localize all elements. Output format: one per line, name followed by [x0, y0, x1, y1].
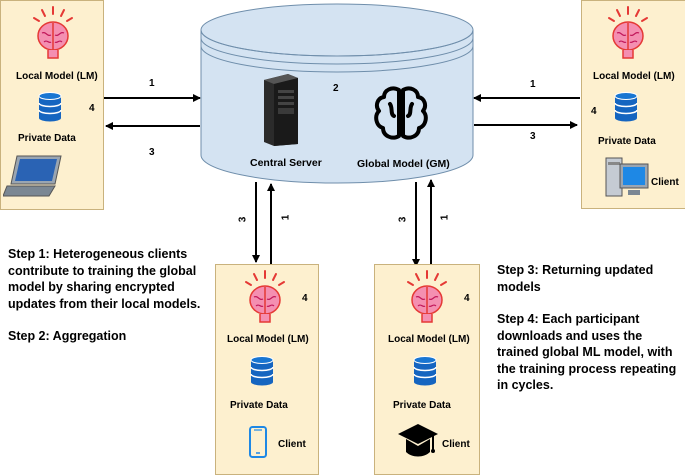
client-step-number: 4: [302, 293, 308, 304]
database-icon: [250, 356, 274, 386]
private-data-label: Private Data: [598, 136, 656, 147]
client-step-number: 4: [89, 103, 95, 114]
arrow-number: 3: [237, 216, 249, 223]
arrow-number: 1: [280, 214, 292, 221]
arrow-number: 1: [530, 79, 536, 90]
local-model-label: Local Model (LM): [16, 71, 98, 82]
server-step-number: 2: [333, 83, 339, 94]
client-label: Client: [651, 177, 679, 188]
brain-icon: [407, 270, 447, 323]
client-step-number: 4: [464, 293, 470, 304]
private-data-label: Private Data: [230, 400, 288, 411]
local-model-label: Local Model (LM): [227, 334, 309, 345]
client-step-number: 4: [591, 106, 597, 117]
desktop-computer-icon: [605, 157, 649, 197]
global-model-label: Global Model (GM): [357, 158, 450, 170]
arrow-number: 1: [439, 214, 451, 221]
step-1-text: Step 1: Heterogeneous clients contribute…: [8, 247, 201, 311]
laptop-icon: [3, 155, 62, 197]
step-2-text: Step 2: Aggregation: [8, 329, 127, 343]
step-4-text: Step 4: Each participant downloads and u…: [497, 312, 677, 392]
steps-right: Step 3: Returning updated models Step 4:…: [497, 262, 683, 410]
client-label: Client: [278, 439, 306, 450]
database-icon: [614, 92, 638, 122]
arrow-number: 1: [149, 78, 155, 89]
private-data-label: Private Data: [18, 133, 76, 144]
local-model-label: Local Model (LM): [388, 334, 470, 345]
graduation-cap-icon: [398, 424, 438, 457]
global-brain-icon: [374, 86, 428, 140]
smartphone-icon: [249, 426, 267, 458]
steps-left: Step 1: Heterogeneous clients contribute…: [8, 246, 204, 361]
local-model-label: Local Model (LM): [593, 71, 675, 82]
database-icon: [38, 92, 62, 122]
step-3-text: Step 3: Returning updated models: [497, 263, 654, 294]
database-icon: [413, 356, 437, 386]
arrow-number: 3: [397, 216, 409, 223]
central-server-label: Central Server: [250, 157, 322, 169]
arrow-number: 3: [530, 131, 536, 142]
brain-icon: [608, 6, 648, 59]
brain-icon: [33, 6, 73, 59]
brain-icon: [245, 270, 285, 323]
server-tower-icon: [264, 74, 298, 146]
arrow-number: 3: [149, 147, 155, 158]
private-data-label: Private Data: [393, 400, 451, 411]
client-label: Client: [442, 439, 470, 450]
